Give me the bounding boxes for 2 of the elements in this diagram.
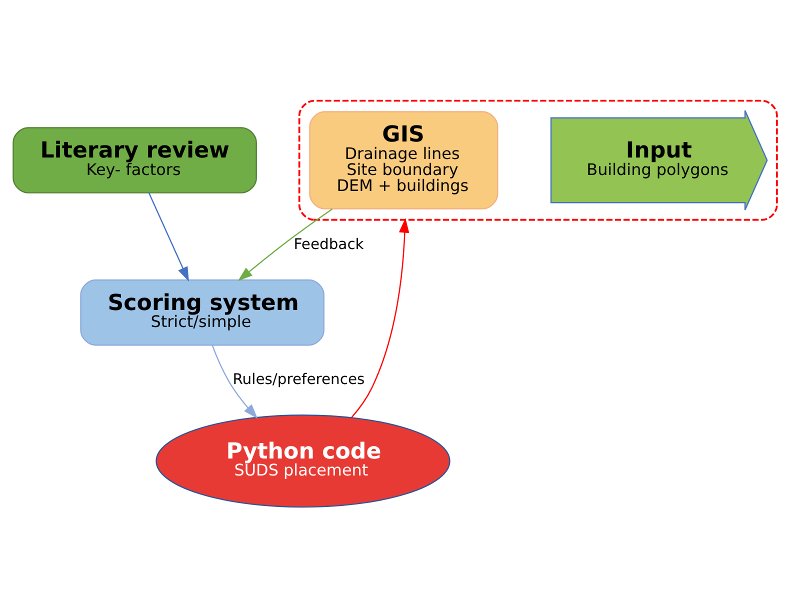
edge-label: Rules/preferences	[232, 370, 365, 388]
edge-label: Feedback	[294, 236, 364, 253]
